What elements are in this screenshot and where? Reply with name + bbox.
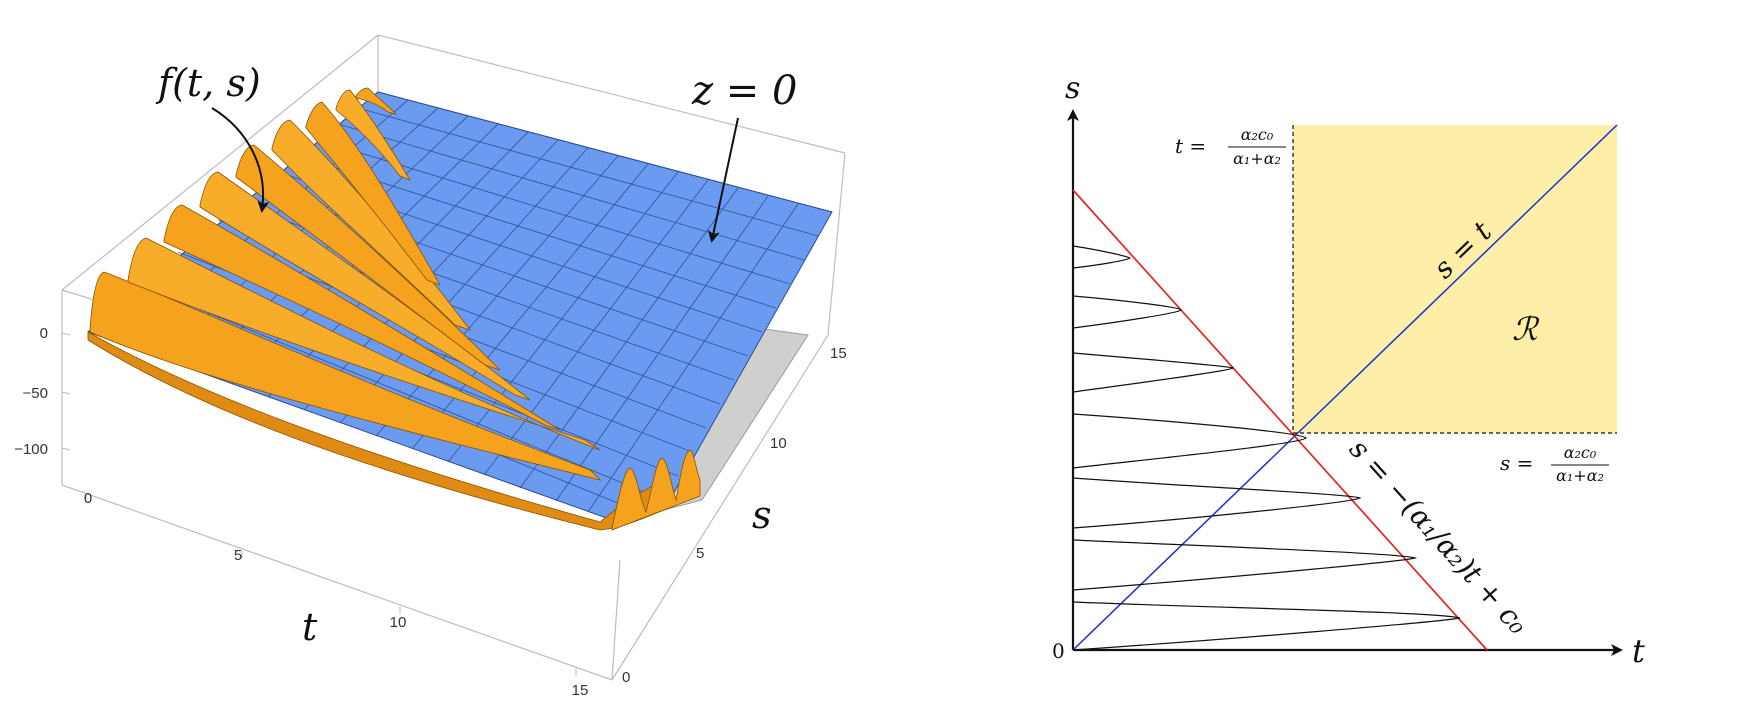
s-tick-label: 15	[830, 345, 847, 362]
svg-text:s =: s =	[1500, 451, 1533, 475]
arrow-f	[211, 107, 270, 213]
ridge	[89, 271, 602, 481]
t-threshold-label: t = α₂c₀ α₁+α₂	[1175, 125, 1286, 168]
z-tick-label: 0	[40, 325, 48, 342]
ridge	[235, 144, 501, 371]
t-tick-label: 5	[234, 547, 242, 564]
svg-text:t =: t =	[1175, 134, 1206, 158]
line-s-equals-t	[1072, 124, 1618, 651]
ridge	[305, 101, 441, 286]
t-tick-label: 0	[84, 490, 92, 507]
ridge	[127, 237, 601, 451]
s-threshold-label: s = α₂c₀ α₁+α₂	[1500, 443, 1609, 485]
left-3d-plot: f(t, s) z = 0 0 −50 −100 0 5 10 15 t	[14, 34, 847, 699]
t-tick-label: 15	[572, 682, 589, 699]
svg-text:α₁+α₂: α₁+α₂	[1233, 149, 1281, 168]
t-tick-label: 10	[390, 614, 407, 631]
axis-label-s-right: s	[1065, 71, 1080, 106]
ridge	[355, 87, 398, 115]
svg-text:α₁+α₂: α₁+α₂	[1556, 466, 1604, 485]
s-axis: 0 5 10 15 s	[622, 345, 847, 686]
s-tick-label: 10	[770, 435, 787, 452]
origin-label: 0	[1052, 639, 1065, 663]
right-diagram: s t 0 t = α₂c₀ α₁+α₂ s = α₂c₀ α₁+α₂ s = …	[1052, 71, 1645, 670]
svg-text:α₂c₀: α₂c₀	[1241, 125, 1274, 144]
line-red	[1072, 189, 1488, 651]
z-tick-label: −50	[23, 385, 48, 402]
ridge	[335, 89, 411, 181]
ridge	[163, 204, 561, 431]
axis-label-t-left: t	[302, 605, 318, 649]
label-f: f(t, s)	[155, 61, 261, 105]
svg-text:α₂c₀: α₂c₀	[1564, 443, 1597, 462]
axis-label-s-left: s	[752, 493, 772, 537]
label-region-r: ℛ	[1512, 310, 1540, 348]
curves	[1072, 245, 1461, 651]
axis-label-t-right: t	[1632, 632, 1645, 670]
s-tick-label: 5	[696, 545, 704, 562]
surface-f	[87, 87, 701, 531]
label-z: z = 0	[691, 68, 797, 114]
z-axis: 0 −50 −100	[14, 325, 71, 458]
t-axis: 0 5 10 15 t	[84, 490, 589, 699]
s-tick-label: 0	[622, 669, 630, 686]
arrow-z	[708, 117, 739, 243]
z-tick-label: −100	[14, 441, 48, 458]
front-waves	[611, 449, 701, 531]
